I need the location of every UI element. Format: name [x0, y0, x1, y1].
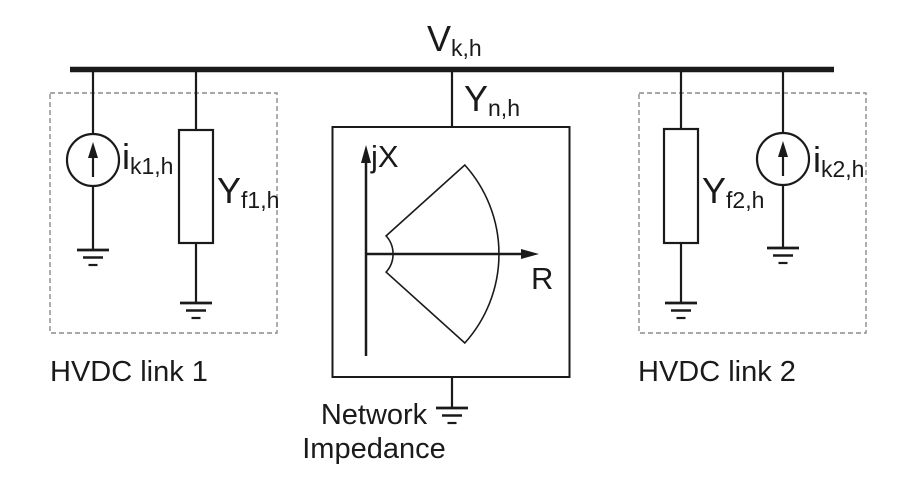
ground-icon — [436, 406, 468, 425]
ground-icon — [77, 248, 109, 267]
network-admittance-label: Yn,h — [464, 78, 520, 121]
ground-icon — [665, 301, 697, 320]
hvdc-link-1-caption: HVDC link 1 — [50, 356, 208, 388]
ground-icon — [767, 246, 799, 265]
filter-admittance-1-icon — [177, 128, 215, 245]
bus-voltage-label: Vk,h — [427, 18, 482, 61]
filter-admittance-2-label: Yf2,h — [702, 170, 764, 213]
impedance-region — [384, 163, 500, 345]
network-impedance-box — [331, 126, 571, 378]
hvdc-link-2-caption: HVDC link 2 — [638, 356, 796, 388]
current-arrow-icon — [778, 141, 788, 176]
hvdc-link-1-boundary — [49, 92, 278, 334]
current-arrow-icon — [88, 142, 98, 177]
ground-icon — [180, 301, 212, 320]
network-impedance-caption-line2: Impedance — [302, 433, 446, 465]
network-impedance-caption-line1: Network — [321, 399, 428, 431]
jx-axis — [361, 145, 371, 356]
network-impedance-group: Yn,h jX R Network Impedance — [302, 72, 571, 465]
current-source-2-label: ik2,h — [813, 139, 864, 182]
jx-axis-label: jX — [370, 139, 399, 174]
filter-admittance-1-label: Yf1,h — [217, 170, 279, 213]
hvdc-link-2-group: Yf2,h ik2,h HVDC link 2 — [638, 72, 867, 388]
hvdc-link-2-boundary — [638, 92, 867, 334]
current-source-1-label: ik1,h — [122, 136, 173, 179]
r-axis-label: R — [531, 261, 553, 296]
hvdc-link-1-group: ik1,h Yf1,h HVDC link 1 — [49, 72, 279, 388]
filter-admittance-2-icon — [662, 127, 700, 245]
